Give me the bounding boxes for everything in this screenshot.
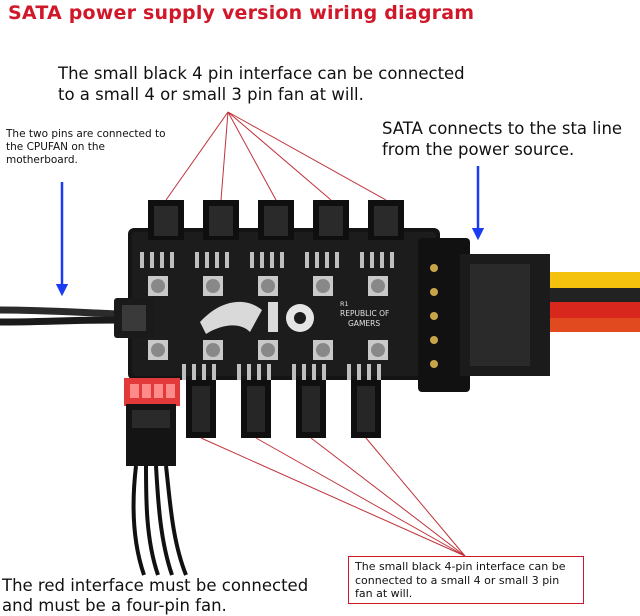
red-interface-cable xyxy=(126,404,188,576)
board-brand-line1: REPUBLIC OF xyxy=(340,309,389,318)
capacitors-top xyxy=(148,276,388,296)
bottom-fan-interface-note-box: The small black 4-pin interface can be c… xyxy=(348,556,584,604)
red-four-pin-header xyxy=(124,378,180,406)
cpufan-note: The two pins are connected to the CPUFAN… xyxy=(6,128,166,166)
cpufan-header xyxy=(114,298,154,338)
sata-connector xyxy=(418,238,550,392)
fan-hub-board xyxy=(128,228,440,380)
top-fan-interface-note: The small black 4 pin interface can be c… xyxy=(58,64,465,104)
diagram-title: SATA power supply version wiring diagram xyxy=(8,2,475,24)
board-brand-line2: GAMERS xyxy=(348,319,380,328)
cpufan-cable xyxy=(0,306,119,326)
sata-note: SATA connects to the sta line from the p… xyxy=(382,119,623,159)
capacitors-bottom xyxy=(148,340,388,360)
top-fan-headers xyxy=(148,200,404,240)
bottom-leader-lines xyxy=(200,437,466,557)
red-interface-note: The red interface must be connected and … xyxy=(2,576,309,615)
bottom-fan-headers xyxy=(186,380,381,438)
sata-wires xyxy=(545,272,640,332)
bottom-pin-row xyxy=(182,364,381,380)
top-pin-row xyxy=(140,252,394,268)
board-marking: R1 xyxy=(340,300,349,308)
top-leader-lines xyxy=(165,111,387,201)
rog-logo xyxy=(200,301,314,334)
